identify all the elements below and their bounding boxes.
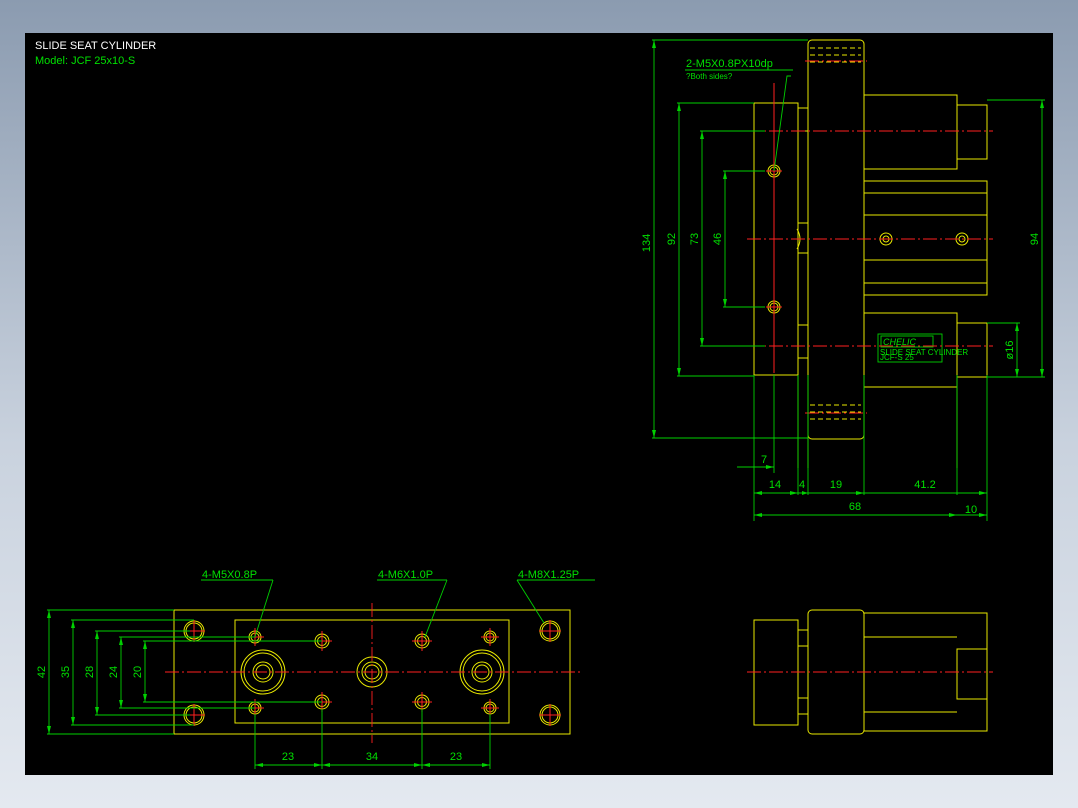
end-view [747, 609, 993, 735]
dim-19: 19 [830, 479, 842, 491]
side-view: CHELIC SLIDE SEAT CYLINDER JCF-S 25 134 … [641, 39, 1045, 521]
dim-68: 68 [849, 501, 861, 513]
dim-42: 42 [36, 666, 48, 678]
cad-drawing: .y { stroke:#e8e800; fill:none; stroke-w… [35, 39, 1045, 769]
top-view: 42 35 28 24 20 23 34 23 4-M5X0.8P 4-M6X1… [36, 569, 595, 769]
dim-35: 35 [60, 666, 72, 678]
dim-46: 46 [712, 233, 724, 245]
dim-10: 10 [965, 504, 977, 516]
dim-28: 28 [84, 666, 96, 678]
callout-m6: 4-M6X1.0P [378, 569, 433, 581]
dim-94: 94 [1029, 233, 1041, 245]
end-rod [956, 648, 988, 700]
dim-134: 134 [641, 234, 653, 252]
dim-20: 20 [132, 666, 144, 678]
cylinder-upper [863, 94, 958, 170]
rod-end-upper [956, 104, 988, 160]
slide-plate [807, 39, 865, 440]
cylinder-body [863, 180, 988, 296]
dim-23-right: 23 [450, 751, 462, 763]
dim-14: 14 [769, 479, 781, 491]
dim-4: 4 [799, 479, 805, 491]
callout-note-side: ?Both sides? [686, 72, 733, 81]
end-block [753, 619, 799, 726]
callout-thread-side: 2-M5X0.8PX10dp [686, 58, 773, 70]
brand-logo: CHELIC [883, 337, 917, 347]
dim-34: 34 [366, 751, 378, 763]
dim-24: 24 [108, 666, 120, 678]
dim-73: 73 [689, 233, 701, 245]
model-label: Model: JCF 25x10-S [35, 55, 135, 67]
rod-end-lower [956, 322, 988, 378]
plate-hidden-holes [810, 47, 861, 420]
dim-7: 7 [761, 454, 767, 466]
nameplate-model: JCF-S 25 [880, 353, 914, 362]
callout-m5: 4-M5X0.8P [202, 569, 257, 581]
dim-23-left: 23 [282, 751, 294, 763]
dim-41-2: 41.2 [914, 479, 935, 491]
nameplate-product: SLIDE SEAT CYLINDER [880, 348, 968, 357]
dim-diameter-16: ø16 [1004, 341, 1016, 360]
nameplate [877, 333, 943, 363]
drawing-title: SLIDE SEAT CYLINDER [35, 40, 156, 52]
callout-m8: 4-M8X1.25P [518, 569, 579, 581]
drawing-canvas: .y { stroke:#e8e800; fill:none; stroke-w… [25, 33, 1053, 775]
dim-92: 92 [666, 233, 678, 245]
